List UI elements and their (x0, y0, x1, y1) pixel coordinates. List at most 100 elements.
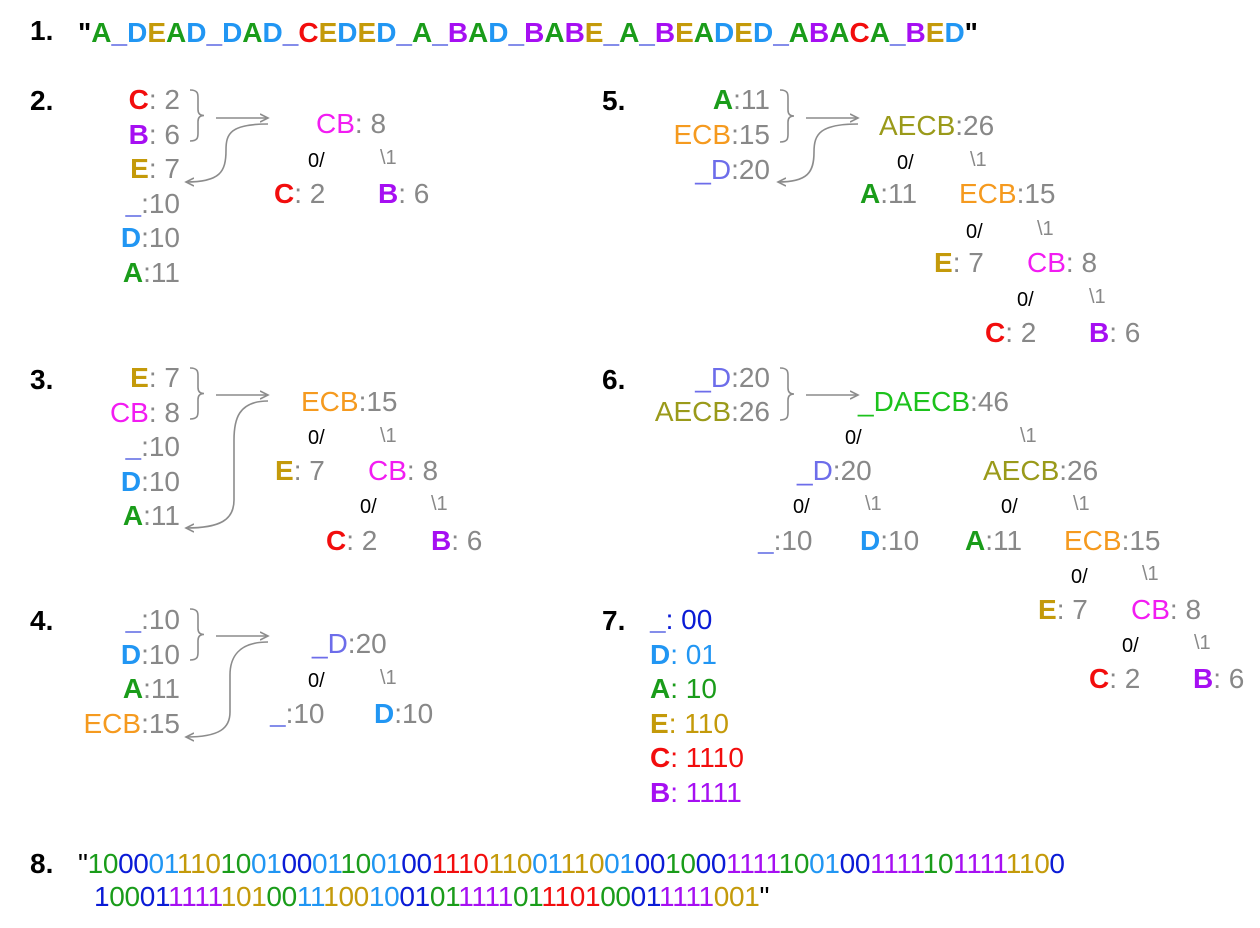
s6-leaf-b: B: 6 (1193, 665, 1244, 693)
source-char: C (298, 17, 319, 48)
s2-list-item: B: 6 (0, 120, 180, 149)
source-char: E (147, 17, 167, 48)
s5-list-symbol: _D (695, 154, 732, 185)
s3-list-symbol: E (130, 362, 149, 393)
s5-node-ecb: ECB:15 (959, 180, 1056, 208)
s5-node-ecb-count: :15 (1016, 178, 1056, 209)
encoded-bit: 0 (416, 848, 433, 879)
s3-root-symbol: ECB (301, 386, 359, 417)
s6-brace (779, 367, 795, 421)
s3-arrow-back (186, 400, 269, 528)
s6-edge-1e: \1 (1194, 632, 1211, 654)
source-char: A (869, 17, 890, 48)
encoded-bit: 1 (327, 848, 341, 879)
s6-node-ecb: ECB:15 (1064, 527, 1161, 555)
s5-leaf-c-symbol: C (985, 317, 1006, 348)
s7-code-value: : 110 (668, 707, 729, 739)
s6-node-d20: _D:20 (797, 457, 872, 485)
s5-list-symbol: A (712, 84, 734, 115)
source-string: "A_DEAD_DAD_CEDED_A_BAD_BABE_A_BEADED_AB… (78, 17, 978, 49)
s4-leaf-underscore-symbol: _ (270, 698, 286, 729)
s6-node-d20-symbol: _D (797, 455, 833, 486)
s4-root: _D:20 (312, 630, 387, 658)
encoded-line-1-bits: 1000011101001000110010011101100111001001… (88, 848, 1065, 879)
source-char: A (544, 17, 565, 48)
step-1-number: 1. (30, 15, 54, 46)
s4-root-count: :20 (347, 628, 387, 659)
s3-list-count: :11 (143, 500, 180, 531)
s5-node-e: E: 7 (934, 249, 984, 277)
source-char: _ (282, 17, 299, 48)
encoded-bit: 1 (368, 881, 385, 912)
encoded-line-2: 1000111111010011100100101111101110100011… (94, 881, 769, 913)
s5-list-item: ECB:15 (0, 121, 770, 149)
s3-root-count: :15 (358, 386, 398, 417)
s5-root-count: :26 (955, 110, 995, 141)
step-5-number: 5. (602, 85, 626, 116)
encoded-quote-open: " (78, 848, 88, 879)
encoded-bit: 1 (554, 881, 570, 912)
encoded-bit: 0 (604, 848, 620, 879)
encoded-bit: 0 (205, 848, 221, 879)
s6-node-aecb-symbol: AECB (983, 455, 1060, 486)
encoded-bit: 0 (370, 848, 387, 879)
encoded-bit: 0 (296, 848, 313, 879)
s6-node-aecb-count: :26 (1059, 455, 1099, 486)
s6-leaf-a-symbol: A (965, 525, 986, 556)
s5-brace (779, 89, 795, 143)
step-2-number: 2. (30, 85, 54, 116)
source-char: D (127, 17, 148, 48)
encoded-bit: 0 (713, 881, 730, 912)
s6-node-e-symbol: E (1038, 594, 1057, 625)
encoded-bit: 0 (235, 881, 252, 912)
s5-node-a-symbol: A (860, 178, 881, 209)
s5-node-cb-symbol: CB (1027, 247, 1066, 278)
encoded-bit: 0 (600, 881, 616, 912)
s6-node-e: E: 7 (1038, 596, 1088, 624)
s3-node-e-symbol: E (275, 455, 294, 486)
encoded-bit: 0 (695, 848, 712, 879)
s6-node-ecb-count: :15 (1121, 525, 1161, 556)
source-char: D (714, 17, 735, 48)
s6-leaf-d-symbol: D (860, 525, 881, 556)
s5-leaf-c: C: 2 (985, 319, 1036, 347)
encoded-bit: 1 (194, 881, 208, 912)
encoded-bit: 1 (501, 848, 518, 879)
encoded-bit: 0 (399, 881, 415, 912)
encoded-bit: 1 (744, 881, 760, 912)
encoded-bit: 1 (154, 881, 169, 912)
s3-edge-1: \1 (380, 425, 397, 447)
s2-list-symbol: _ (125, 187, 142, 219)
encoded-bit: 1 (953, 848, 967, 879)
encoded-bit: 0 (649, 848, 666, 879)
encoded-quote-close: " (759, 881, 770, 912)
s2-edge-0: 0/ (308, 150, 325, 172)
s2-leaf-c-count: : 2 (294, 178, 326, 209)
encoded-bit: 0 (473, 848, 489, 879)
source-char: _ (603, 17, 620, 48)
source-char: B (905, 17, 926, 48)
encoded-bit: 1 (414, 881, 431, 912)
s3-leaf-c: C: 2 (326, 527, 377, 555)
encoded-bit: 0 (355, 848, 372, 879)
s5-edge-0b: 0/ (966, 221, 983, 243)
s7-code-row: _: 00 (650, 606, 712, 634)
s6-root-count: :46 (970, 386, 1009, 417)
s3-leaf-c-count: : 2 (346, 525, 378, 556)
s2-brace (189, 89, 205, 142)
encoded-bit: 0 (338, 881, 354, 912)
s7-code-value: : 01 (670, 638, 717, 670)
s6-leaf-d-count: :10 (880, 525, 920, 556)
encoded-bit: 0 (235, 848, 252, 879)
s6-leaf-d: D:10 (860, 527, 919, 555)
s6-edge-0b: 0/ (793, 496, 810, 518)
s3-list-symbol: A (122, 500, 144, 531)
s4-list-symbol: ECB (83, 707, 142, 739)
s5-list-count: :20 (731, 154, 770, 185)
source-char: B (564, 17, 585, 48)
s7-code-row: E: 110 (650, 707, 729, 739)
encoded-bit: 1 (909, 848, 924, 879)
encoded-bit: 1 (431, 848, 446, 879)
source-quote-close: " (964, 17, 978, 48)
encoded-bit: 1 (560, 848, 575, 879)
